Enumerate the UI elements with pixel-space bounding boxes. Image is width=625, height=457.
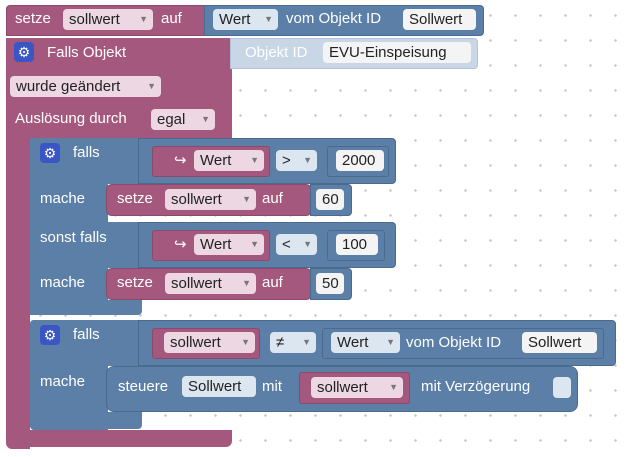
if1-auf2-label: auf	[262, 274, 283, 291]
top-vom-label: vom Objekt ID	[286, 10, 382, 27]
if2-obj-field[interactable]: Sollwert	[522, 332, 597, 353]
chevron-down-icon: ▼	[389, 382, 398, 392]
if1-auf-label: auf	[262, 190, 283, 207]
if1-setze-label: setze	[117, 190, 153, 207]
if1-op2-dropdown[interactable]: <▼	[276, 234, 317, 255]
wurde-label: wurde geändert	[16, 78, 121, 95]
steuere-label: steuere	[118, 378, 169, 395]
steuere-target-field[interactable]: Sollwert	[182, 376, 256, 397]
chevron-down-icon: ▼	[250, 239, 259, 249]
delay-checkbox[interactable]	[553, 377, 571, 398]
chevron-down-icon: ▼	[147, 81, 156, 91]
if2-mache-label: mache	[40, 373, 86, 390]
wurde-dropdown[interactable]: wurde geändert ▼	[10, 76, 161, 97]
objekt-id-label: Objekt ID	[245, 44, 308, 61]
if2-attr-dropdown[interactable]: Wert ▼	[331, 332, 400, 353]
chevron-down-icon: ▼	[303, 155, 312, 165]
top-attr-dropdown[interactable]: Wert ▼	[213, 9, 278, 30]
if2-op-dropdown[interactable]: ≠▼	[270, 332, 316, 353]
steuere-mit-label: mit	[262, 378, 282, 395]
if1-falls-label: falls	[73, 144, 100, 161]
if1-op-label: >	[282, 152, 291, 169]
steuere-var-label: sollwert	[317, 379, 368, 396]
if2-var-label: sollwert	[170, 334, 221, 351]
if1-setze2-label: setze	[117, 274, 153, 291]
chevron-down-icon: ▼	[139, 14, 148, 24]
chevron-down-icon: ▼	[201, 114, 210, 124]
if1-attr-label: Wert	[200, 152, 232, 169]
chevron-down-icon: ▼	[264, 14, 273, 24]
if1-var-dropdown[interactable]: sollwert ▼	[165, 189, 256, 210]
egal-label: egal	[157, 111, 186, 128]
objekt-id-field[interactable]: EVU-Einspeisung	[323, 42, 471, 63]
chevron-down-icon: ▼	[242, 278, 251, 288]
getter-arrow-icon: ↪	[174, 236, 187, 253]
chevron-down-icon: ▼	[386, 337, 395, 347]
if1-sonst-row[interactable]	[30, 222, 140, 268]
top-var-label: sollwert	[69, 11, 120, 28]
top-var-dropdown[interactable]: sollwert ▼	[63, 9, 153, 30]
if1-mache2-label: mache	[40, 274, 86, 291]
chevron-down-icon: ▼	[250, 155, 259, 165]
if1-var2-dropdown[interactable]: sollwert ▼	[165, 273, 256, 294]
if2-falls-label: falls	[73, 326, 100, 343]
if2-gear-icon[interactable]: ⚙	[40, 325, 60, 345]
top-attr-label: Wert	[219, 11, 251, 28]
if1-footer[interactable]	[30, 300, 142, 315]
if1-num2-field[interactable]: 100	[336, 234, 378, 255]
if1-var2-label: sollwert	[171, 275, 222, 292]
getter-arrow-icon: ↪	[174, 152, 187, 169]
if2-attr-label: Wert	[337, 334, 369, 351]
chevron-down-icon: ▼	[242, 194, 251, 204]
if2-vom-label: vom Objekt ID	[406, 334, 502, 351]
chevron-down-icon: ▼	[302, 337, 311, 347]
chevron-down-icon: ▼	[303, 239, 312, 249]
auf-label: auf	[161, 10, 182, 27]
falls-objekt-label: Falls Objekt	[47, 44, 127, 61]
if2-op-label: ≠	[276, 334, 285, 351]
if1-val2-field[interactable]: 50	[316, 273, 344, 294]
if1-num-field[interactable]: 2000	[336, 150, 384, 171]
top-obj-field[interactable]: Sollwert	[403, 9, 476, 30]
if1-op-dropdown[interactable]: >▼	[276, 150, 317, 171]
if1-attr2-dropdown[interactable]: Wert ▼	[194, 234, 264, 255]
setze-label: setze	[15, 10, 51, 27]
if1-val-field[interactable]: 60	[316, 189, 344, 210]
steuere-var-dropdown[interactable]: sollwert ▼	[311, 377, 403, 398]
ausloesung-label: Auslösung durch	[15, 110, 127, 127]
if2-footer[interactable]	[30, 412, 142, 429]
if1-attr2-label: Wert	[200, 236, 232, 253]
trigger-gear-icon[interactable]: ⚙	[14, 42, 34, 62]
egal-dropdown[interactable]: egal ▼	[151, 109, 215, 130]
if1-op2-label: <	[282, 236, 291, 253]
if2-var-dropdown[interactable]: sollwert ▼	[164, 332, 255, 353]
trigger-footer[interactable]	[6, 430, 232, 447]
if1-mache-label: mache	[40, 190, 86, 207]
if1-attr-dropdown[interactable]: Wert ▼	[194, 150, 264, 171]
if1-var-label: sollwert	[171, 191, 222, 208]
delay-label: mit Verzögerung	[421, 378, 531, 395]
if1-sonst-label: sonst falls	[40, 229, 107, 246]
if1-gear-icon[interactable]: ⚙	[40, 143, 60, 163]
chevron-down-icon: ▼	[241, 337, 250, 347]
